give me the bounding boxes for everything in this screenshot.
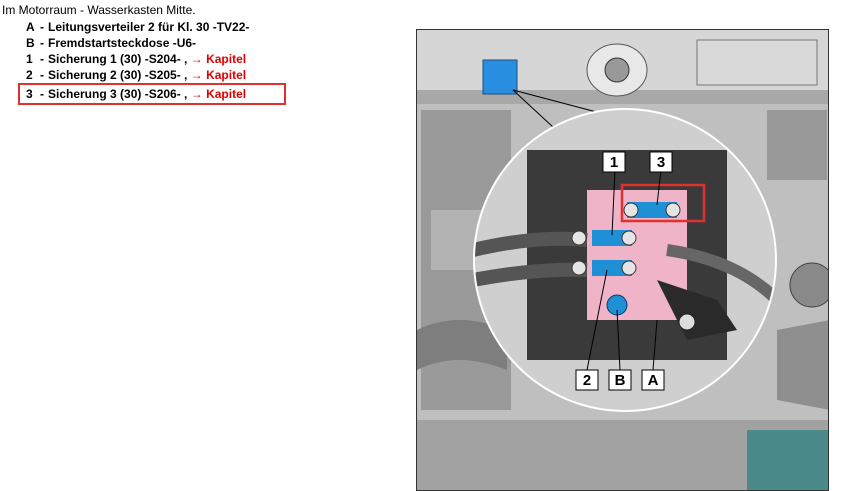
right-lower-part bbox=[777, 320, 828, 410]
callout-box-2 bbox=[575, 369, 599, 391]
right-cap bbox=[789, 262, 828, 308]
callout-box-1 bbox=[602, 151, 626, 173]
top-right-cover bbox=[696, 39, 818, 86]
leader-1 bbox=[611, 169, 616, 236]
legend-label: Sicherung 2 (30) -S205- , bbox=[48, 68, 188, 82]
callout-2: 2 bbox=[583, 372, 591, 389]
bolt bbox=[623, 202, 639, 218]
bolt bbox=[571, 230, 587, 246]
callout-3: 3 bbox=[657, 154, 665, 171]
cable-right bbox=[666, 244, 775, 305]
legend-item-a: A-Leitungsverteiler 2 für Kl. 30 -TV22- bbox=[26, 20, 250, 34]
fuse-2 bbox=[592, 260, 632, 276]
fuse-1 bbox=[592, 230, 632, 246]
legend-item-3-highlighted: 3-Sicherung 3 (30) -S206- , → Kapitel bbox=[18, 83, 286, 105]
legend-key: 3 bbox=[26, 87, 33, 101]
callout-b: B bbox=[615, 372, 626, 389]
callout-box-3 bbox=[649, 151, 673, 173]
bolt bbox=[621, 260, 637, 276]
reservoir-cap bbox=[604, 57, 630, 83]
engine-bay-illustration: 1 3 2 B A bbox=[416, 29, 829, 491]
bolt bbox=[621, 230, 637, 246]
fuse-3-highlight-box bbox=[620, 183, 706, 223]
chapter-link[interactable]: → Kapitel bbox=[190, 68, 247, 82]
leader-2 bbox=[586, 269, 608, 371]
callout-box-b bbox=[608, 369, 632, 391]
chapter-link[interactable]: → Kapitel bbox=[190, 87, 247, 101]
callout-box-a bbox=[641, 369, 665, 391]
intro-text: Im Motorraum - Wasserkasten Mitte. bbox=[2, 3, 196, 17]
legend-item-2: 2-Sicherung 2 (30) -S205- , → Kapitel bbox=[26, 68, 247, 82]
left-hose bbox=[417, 320, 507, 370]
leader-a bbox=[652, 319, 658, 371]
callout-1: 1 bbox=[610, 154, 618, 171]
bolt bbox=[665, 202, 681, 218]
legend-item-1: 1-Sicherung 1 (30) -S204- , → Kapitel bbox=[26, 52, 247, 66]
bolt bbox=[571, 260, 587, 276]
legend-item-b: B-Fremdstartsteckdose -U6- bbox=[26, 36, 197, 50]
right-part bbox=[767, 110, 827, 180]
legend-label: Sicherung 1 (30) -S204- , bbox=[48, 52, 188, 66]
legend-key: 2 bbox=[26, 68, 33, 82]
fuse-3 bbox=[627, 202, 677, 218]
leader-b bbox=[616, 309, 621, 371]
legend-key: 1 bbox=[26, 52, 33, 66]
bracket-bolt bbox=[678, 313, 696, 331]
legend-list: A-Leitungsverteiler 2 für Kl. 30 -TV22- … bbox=[18, 19, 286, 105]
legend-label: Fremdstartsteckdose -U6- bbox=[48, 36, 197, 50]
legend-label: Leitungsverteiler 2 für Kl. 30 -TV22- bbox=[48, 20, 250, 34]
distributor-location-marker bbox=[482, 59, 518, 95]
legend-key: A bbox=[26, 20, 35, 34]
callout-a: A bbox=[648, 372, 659, 389]
leader-3 bbox=[656, 169, 662, 206]
chapter-link[interactable]: → Kapitel bbox=[190, 52, 247, 66]
bottom-right-corner bbox=[747, 430, 828, 490]
bracket bbox=[657, 280, 737, 340]
legend-label: Sicherung 3 (30) -S206- , bbox=[48, 87, 188, 101]
legend-key: B bbox=[26, 36, 35, 50]
engine-bay-svg: 1 3 2 B A bbox=[417, 30, 828, 490]
cross-member bbox=[417, 90, 828, 104]
